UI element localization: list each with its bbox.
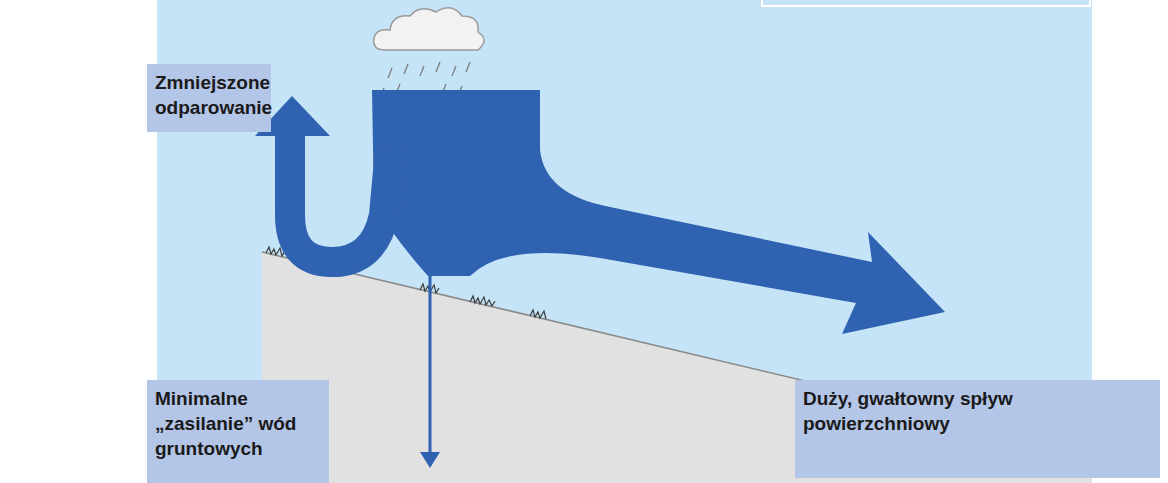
water-flow-arrows <box>255 90 945 334</box>
callout-text: Zmniejszone odparowanie <box>155 70 263 120</box>
callout-text: Minimalne „zasilanie” wód gruntowych <box>155 386 321 461</box>
callout-text: Duży, gwałtowny spływ powierzchniowy <box>803 386 1053 436</box>
rain-cloud <box>374 8 484 50</box>
frame-line <box>762 0 1090 6</box>
callout-box: Duży, gwałtowny spływ powierzchniowy <box>795 380 1160 478</box>
callout-box: Minimalne „zasilanie” wód gruntowych <box>147 380 329 483</box>
groundwater-arrow <box>420 100 440 468</box>
callout-box: Zmniejszone odparowanie <box>147 64 271 132</box>
